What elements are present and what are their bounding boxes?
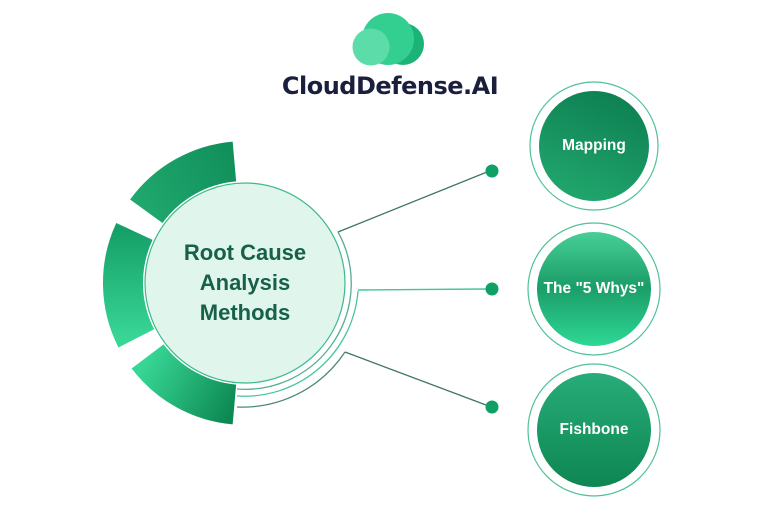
connector-dot-five-whys bbox=[485, 282, 499, 296]
hub-title-line-1: Root Cause bbox=[183, 240, 307, 265]
hub-circle bbox=[144, 182, 346, 384]
node-circle-five-whys bbox=[537, 232, 651, 346]
node-ring-five-whys bbox=[527, 222, 661, 356]
hub-title: Root Cause Analysis Methods bbox=[145, 183, 345, 383]
hub-title-line-3: Methods bbox=[199, 300, 291, 325]
node-label-mapping: Mapping bbox=[562, 137, 626, 154]
cloud-icon bbox=[352, 13, 424, 66]
ring-segment-top bbox=[130, 141, 237, 224]
connector-dot-mapping bbox=[485, 164, 499, 178]
cloud-front-circle bbox=[352, 28, 390, 66]
node-label-five-whys: The "5 Whys" bbox=[543, 280, 645, 297]
hub-title-line-2: Analysis bbox=[199, 270, 291, 295]
connector-dot-fishbone bbox=[485, 400, 499, 414]
brand-name: CloudDefense.AI bbox=[281, 72, 499, 100]
node-circle-mapping bbox=[539, 91, 649, 201]
node-ring-fishbone bbox=[527, 363, 661, 497]
ring-segment-bottom bbox=[131, 343, 237, 425]
connector-line-five-whys bbox=[357, 288, 487, 291]
logo: CloudDefense.AI bbox=[240, 10, 540, 106]
connector-arc-five-whys bbox=[236, 290, 359, 397]
node-label-fishbone: Fishbone bbox=[559, 421, 629, 438]
ring-segment-middle bbox=[102, 222, 155, 348]
node-ring-mapping bbox=[529, 81, 659, 211]
connector-line-fishbone bbox=[344, 351, 487, 406]
node-circle-fishbone bbox=[537, 373, 651, 487]
connector-arc-fishbone bbox=[236, 351, 346, 408]
connector-line-mapping bbox=[337, 171, 488, 233]
connector-arc-mapping bbox=[236, 231, 352, 390]
